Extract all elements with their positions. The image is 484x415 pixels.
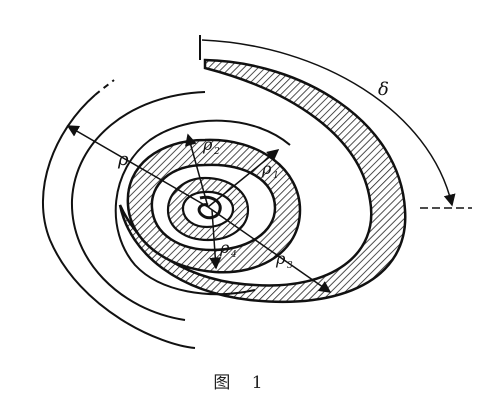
inner-hatched-band xyxy=(166,176,250,242)
rho3-label: ρ xyxy=(275,249,286,268)
rho1-label: ρ xyxy=(261,159,272,178)
outer-hatched-band xyxy=(118,58,407,304)
rho4-subscript: 4 xyxy=(230,250,237,260)
rho2-line xyxy=(185,133,209,208)
rho2-label: ρ xyxy=(202,135,213,154)
rho4-label: ρ xyxy=(219,238,230,257)
outer-spiral-arm xyxy=(42,94,196,349)
rho-label: ρ xyxy=(117,149,129,170)
rho2-subscript: 2 xyxy=(213,147,220,157)
rho4-line xyxy=(209,209,222,270)
figure-caption: 图 1 xyxy=(213,373,271,393)
outer-spiral-dash xyxy=(94,79,115,96)
rho-line xyxy=(66,125,209,208)
rho3-subscript: 3 xyxy=(287,261,293,271)
rho1-subscript: 1 xyxy=(273,171,279,181)
delta-arc xyxy=(201,39,456,207)
rho3-line xyxy=(207,206,332,293)
middle-hatched-band xyxy=(126,138,302,274)
delta-label: δ xyxy=(378,79,389,100)
rho1-line xyxy=(207,149,280,208)
second-spiral-arm xyxy=(70,91,206,321)
third-spiral-arm xyxy=(114,119,291,296)
